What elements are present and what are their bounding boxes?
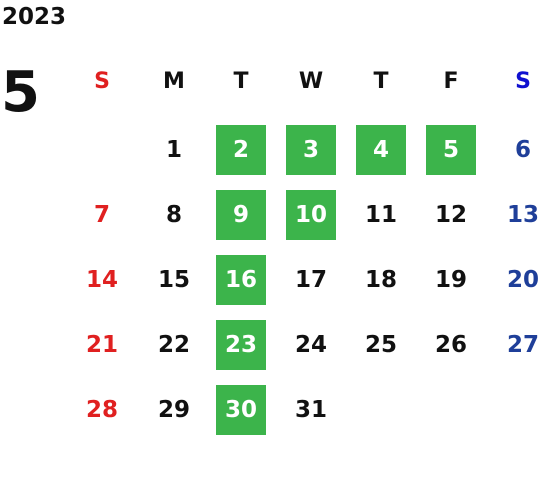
calendar-day[interactable]: 13 (506, 202, 539, 228)
weekday-header: M (163, 68, 185, 94)
calendar-day-highlighted[interactable]: 9 (216, 190, 266, 240)
calendar-day[interactable]: 22 (157, 332, 190, 358)
calendar-day-highlighted[interactable]: 2 (216, 125, 266, 175)
calendar-day[interactable]: 24 (294, 332, 327, 358)
calendar-day[interactable]: 7 (93, 202, 110, 228)
calendar-day[interactable]: 28 (85, 397, 118, 423)
year-label: 2023 (2, 4, 67, 30)
weekday-header: F (443, 68, 459, 94)
weekday-header: T (233, 68, 249, 94)
weekday-header: S (94, 68, 110, 94)
calendar-day[interactable]: 14 (85, 267, 118, 293)
weekday-header: W (298, 68, 324, 94)
calendar-day[interactable]: 26 (434, 332, 467, 358)
calendar-day-highlighted[interactable]: 3 (286, 125, 336, 175)
calendar-day[interactable]: 21 (85, 332, 118, 358)
calendar-day-highlighted[interactable]: 16 (216, 255, 266, 305)
calendar-day[interactable]: 31 (294, 397, 327, 423)
calendar-day-highlighted[interactable]: 5 (426, 125, 476, 175)
weekday-header: S (515, 68, 531, 94)
calendar-day-highlighted[interactable]: 30 (216, 385, 266, 435)
calendar-day-highlighted[interactable]: 23 (216, 320, 266, 370)
calendar-day[interactable]: 18 (364, 267, 397, 293)
calendar-day[interactable]: 20 (506, 267, 539, 293)
calendar-day[interactable]: 27 (506, 332, 539, 358)
calendar-day[interactable]: 17 (294, 267, 327, 293)
calendar-day[interactable]: 19 (434, 267, 467, 293)
calendar-day-highlighted[interactable]: 4 (356, 125, 406, 175)
calendar-day[interactable]: 11 (364, 202, 397, 228)
calendar-day[interactable]: 1 (165, 137, 182, 163)
calendar-day[interactable]: 25 (364, 332, 397, 358)
calendar-day[interactable]: 8 (165, 202, 182, 228)
calendar-day[interactable]: 12 (434, 202, 467, 228)
calendar-day[interactable]: 29 (157, 397, 190, 423)
weekday-header: T (373, 68, 389, 94)
calendar-day[interactable]: 6 (514, 137, 531, 163)
calendar-day-highlighted[interactable]: 10 (286, 190, 336, 240)
calendar-day[interactable]: 15 (157, 267, 190, 293)
month-label: 5 (1, 60, 40, 125)
